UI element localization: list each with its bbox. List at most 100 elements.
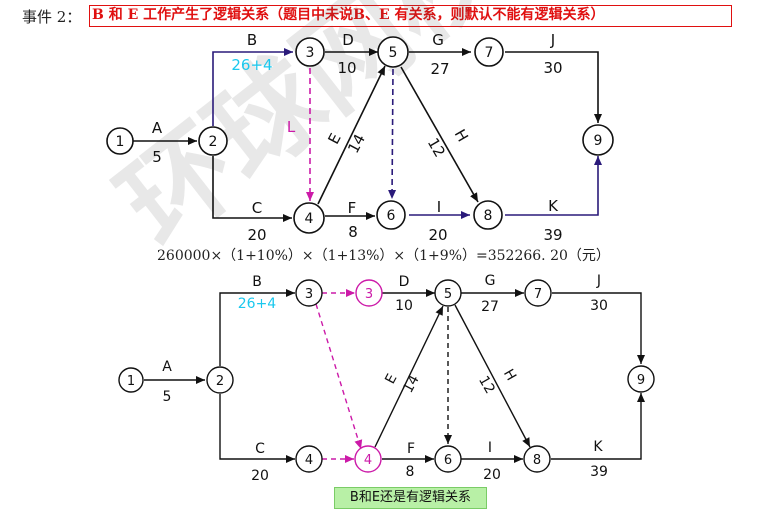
- conclusion-badge: B和E还是有逻辑关系: [334, 487, 487, 509]
- node-label: 4: [305, 211, 314, 227]
- activity-duration: 10: [337, 59, 356, 77]
- activity-name: C: [255, 441, 265, 457]
- node-3-new-bottom: 3: [355, 279, 383, 307]
- edge-j-bottom: [552, 292, 645, 364]
- edge-dummy-3-4-bottom: [315, 303, 363, 450]
- activity-name: A: [152, 119, 163, 137]
- node-label: 6: [387, 208, 396, 224]
- diagram-top: 1 2 3 4 5 6 7 8: [106, 31, 614, 244]
- activity-duration: 5: [152, 148, 162, 166]
- node-label: 9: [637, 373, 645, 388]
- node-label: 4: [364, 453, 372, 468]
- activity-name: F: [348, 199, 357, 217]
- activity-name: B: [247, 31, 257, 49]
- node-1-top: 1: [106, 127, 134, 155]
- activity-duration: 20: [247, 226, 266, 244]
- activity-duration: 39: [543, 226, 562, 244]
- node-3-top: 3: [295, 37, 325, 67]
- activity-name: L: [287, 118, 296, 136]
- edge-e-bottom: [374, 305, 444, 448]
- activity-name: J: [550, 31, 555, 49]
- edge-c-bottom: [219, 394, 295, 463]
- activity-duration: 27: [430, 60, 449, 78]
- activity-duration: 20: [483, 467, 501, 483]
- edge-c-top: [212, 156, 292, 222]
- activity-duration: 26+4: [231, 56, 272, 74]
- activity-name: G: [485, 273, 496, 289]
- activity-duration: 8: [406, 464, 415, 480]
- activity-duration: 10: [395, 298, 413, 314]
- node-6-bottom: 6: [434, 445, 462, 473]
- node-2-bottom: 2: [206, 366, 234, 394]
- node-label: 3: [305, 287, 313, 302]
- node-label: 3: [306, 45, 315, 61]
- node-7-top: 7: [474, 37, 504, 67]
- node-label: 7: [485, 45, 494, 61]
- node-label: 9: [594, 133, 603, 149]
- event-label: 事件 2：: [22, 8, 82, 26]
- activity-name: A: [162, 359, 172, 375]
- node-9-bottom: 9: [627, 365, 655, 393]
- edge-b-top: [212, 48, 293, 126]
- node-label: 1: [116, 134, 125, 150]
- activity-name: C: [252, 199, 262, 217]
- node-label: 7: [534, 287, 542, 302]
- activity-name: F: [407, 441, 415, 457]
- node-label: 2: [216, 374, 224, 389]
- activity-name: K: [593, 439, 603, 455]
- edge-b-bottom: [219, 289, 295, 366]
- activity-duration: 12: [424, 135, 449, 161]
- activity-duration: 14: [400, 372, 423, 395]
- activity-name: B: [252, 274, 262, 290]
- edge-dummy-5-6-top: [388, 68, 397, 200]
- node-label: 5: [444, 287, 452, 302]
- activity-duration: 27: [481, 299, 499, 315]
- activity-duration: 20: [428, 226, 447, 244]
- event-description-box: B 和 E 工作产生了逻辑关系（题目中未说B、E 有关系，则默认不能有逻辑关系）: [89, 5, 732, 27]
- edge-k-top: [505, 156, 602, 216]
- node-3-bottom: 3: [295, 279, 323, 307]
- edge-h-bottom: [454, 304, 531, 448]
- activity-name: D: [342, 31, 354, 49]
- activity-duration: 30: [590, 298, 608, 314]
- node-label: 8: [484, 208, 493, 224]
- node-label: 4: [305, 453, 313, 468]
- activity-duration: 26+4: [238, 296, 277, 312]
- activity-duration: 12: [475, 373, 498, 396]
- activity-name: G: [432, 31, 444, 49]
- node-8-top: 8: [473, 200, 503, 230]
- activity-name: I: [437, 198, 441, 216]
- activity-name: I: [488, 440, 492, 456]
- activity-duration: 30: [543, 59, 562, 77]
- activity-name: J: [596, 273, 601, 289]
- edge-j-top: [505, 51, 602, 123]
- activity-duration: 8: [348, 223, 358, 241]
- node-5-bottom: 5: [434, 279, 462, 307]
- activity-duration: 20: [251, 468, 269, 484]
- node-4-new-bottom: 4: [354, 445, 382, 473]
- activity-name: D: [399, 274, 410, 290]
- edge-h-top: [400, 66, 479, 203]
- node-4-top: 4: [293, 202, 325, 234]
- activity-name: H: [500, 366, 519, 383]
- node-label: 5: [389, 45, 398, 61]
- node-2-top: 2: [198, 126, 228, 156]
- node-label: 2: [209, 134, 218, 150]
- node-4-bottom: 4: [295, 445, 323, 473]
- activity-duration: 39: [590, 464, 608, 480]
- node-label: 8: [533, 453, 541, 468]
- node-9-top: 9: [582, 124, 614, 156]
- activity-name: H: [451, 126, 472, 145]
- edge-k-bottom: [551, 393, 645, 460]
- node-label: 1: [127, 374, 135, 389]
- node-label: 3: [365, 287, 373, 302]
- node-label: 6: [444, 453, 452, 468]
- node-1-bottom: 1: [118, 367, 144, 393]
- node-5-top: 5: [377, 36, 409, 68]
- activity-name: K: [548, 197, 559, 215]
- activity-name: E: [382, 371, 400, 386]
- cost-formula: 260000×（1+10%）×（1+13%）×（1+9%）=352266. 20…: [157, 248, 610, 264]
- activity-duration: 5: [163, 389, 172, 405]
- diagram-bottom: 1 2 3 3 4 4 5 6: [118, 273, 655, 484]
